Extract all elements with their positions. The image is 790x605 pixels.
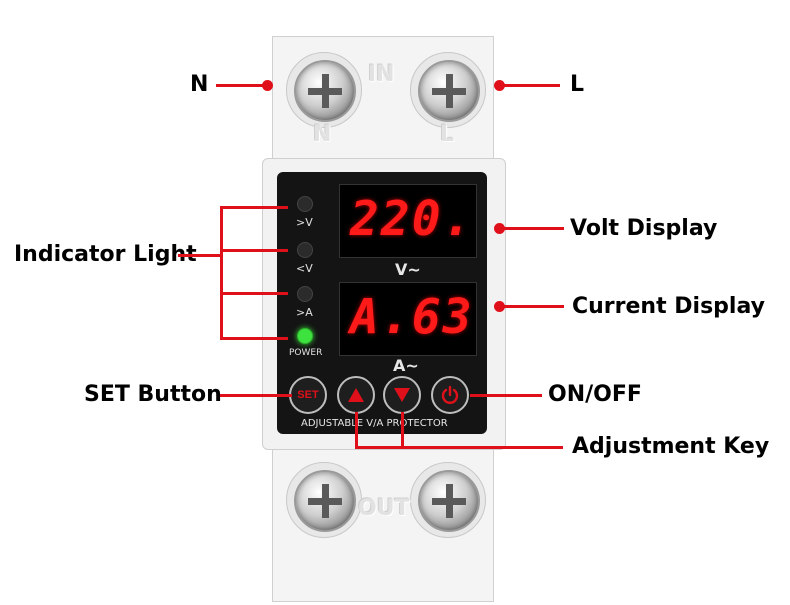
- callout-set-button-label: SET Button: [84, 382, 222, 407]
- callout-l-line: [500, 84, 560, 87]
- callout-volt-dot: [494, 223, 505, 234]
- callout-set-line: [220, 394, 292, 397]
- indicator-led-over-voltage: [297, 196, 313, 212]
- callout-adjust-line-left: [355, 412, 358, 448]
- screw-out-l-icon: [418, 470, 480, 532]
- indicator-led-power: [297, 328, 313, 344]
- terminal-n-text: N: [313, 122, 332, 147]
- current-unit: A~: [393, 356, 419, 375]
- volt-value: 220.: [350, 191, 474, 247]
- callout-indicator-branch-2: [220, 249, 288, 252]
- indicator-label-over-current: >A: [296, 306, 313, 319]
- screw-out-n-icon: [294, 470, 356, 532]
- callout-indicator-bracket: [220, 206, 223, 340]
- callout-onoff-line: [470, 394, 542, 397]
- terminal-l-text: L: [440, 122, 455, 147]
- callout-current-line: [500, 305, 564, 308]
- indicator-led-under-voltage: [297, 242, 313, 258]
- triangle-up-icon: [348, 388, 364, 402]
- screw-in-l-icon: [418, 60, 480, 122]
- callout-n-dot: [262, 80, 273, 91]
- indicator-label-under-voltage: <V: [296, 262, 313, 275]
- callout-indicator-light-label: Indicator Light: [14, 242, 197, 267]
- callout-volt-line: [500, 227, 564, 230]
- callout-l-dot: [494, 80, 505, 91]
- out-text: OUT: [358, 496, 410, 521]
- indicator-label-over-voltage: >V: [296, 216, 313, 229]
- volt-unit: V~: [395, 260, 421, 279]
- callout-indicator-line: [178, 254, 222, 257]
- callout-l-label: L: [570, 72, 585, 97]
- callout-current-display-label: Current Display: [572, 294, 765, 319]
- callout-adjustment-key-label: Adjustment Key: [572, 434, 770, 459]
- indicator-label-power: POWER: [289, 348, 323, 358]
- up-button[interactable]: [337, 376, 375, 414]
- brand-text: ADJUSTABLE V/A PROTECTOR: [301, 418, 448, 429]
- set-button[interactable]: SET: [289, 376, 327, 414]
- callout-current-dot: [494, 301, 505, 312]
- set-button-label: SET: [297, 389, 319, 401]
- callout-n-label: N: [190, 72, 209, 97]
- callout-on-off-label: ON/OFF: [548, 382, 642, 407]
- current-display: A.63: [339, 282, 477, 356]
- callout-adjust-line-right: [401, 412, 404, 448]
- front-panel: >V <V >A POWER 220. V~ A.63 A~ SET ADJUS…: [277, 172, 487, 434]
- current-value: A.63: [350, 289, 474, 345]
- callout-adjust-line-horizontal: [355, 446, 563, 449]
- power-button[interactable]: [431, 376, 469, 414]
- volt-display: 220.: [339, 184, 477, 258]
- callout-indicator-branch-4: [220, 337, 288, 340]
- callout-volt-display-label: Volt Display: [570, 216, 718, 241]
- callout-indicator-branch-1: [220, 206, 288, 209]
- power-icon: [441, 385, 459, 404]
- callout-n-line: [216, 84, 266, 87]
- down-button[interactable]: [383, 376, 421, 414]
- in-text: IN: [368, 62, 395, 87]
- callout-indicator-branch-3: [220, 292, 288, 295]
- triangle-down-icon: [394, 388, 410, 402]
- screw-in-n-icon: [294, 60, 356, 122]
- indicator-led-over-current: [297, 286, 313, 302]
